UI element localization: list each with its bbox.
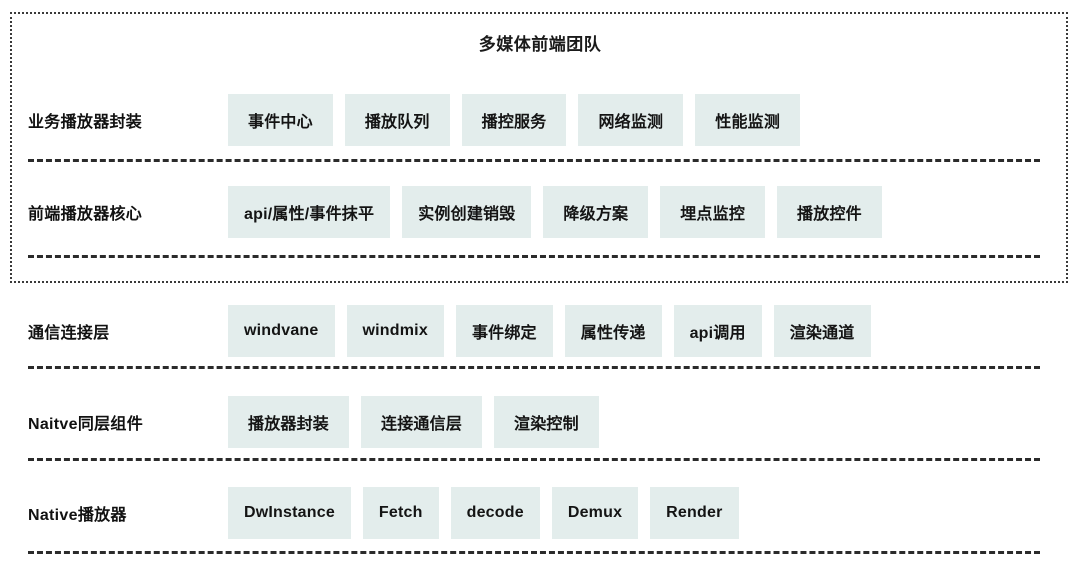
separator-5 <box>28 551 1040 554</box>
node-native-0[interactable]: DwInstance <box>228 487 351 539</box>
node-biz-4[interactable]: 性能监测 <box>695 94 801 146</box>
layer-nodes-comm: windvane windmix 事件绑定 属性传递 api调用 渲染通道 <box>228 305 871 357</box>
layer-row-native-same: Naitve同层组件 播放器封装 连接通信层 渲染控制 <box>0 386 1080 458</box>
node-core-0[interactable]: api/属性/事件抹平 <box>228 186 391 238</box>
layer-nodes-core: api/属性/事件抹平 实例创建销毁 降级方案 埋点监控 播放控件 <box>228 186 882 238</box>
node-native-same-2[interactable]: 渲染控制 <box>494 396 599 448</box>
node-native-same-1[interactable]: 连接通信层 <box>361 396 483 448</box>
layer-row-biz: 业务播放器封装 事件中心 播放队列 播控服务 网络监测 性能监测 <box>0 84 1080 156</box>
layer-label-comm: 通信连接层 <box>28 325 110 342</box>
layer-nodes-biz: 事件中心 播放队列 播控服务 网络监测 性能监测 <box>228 94 801 146</box>
node-biz-1[interactable]: 播放队列 <box>344 94 450 146</box>
node-native-2[interactable]: decode <box>450 487 540 539</box>
separator-1 <box>28 159 1040 162</box>
node-biz-2[interactable]: 播控服务 <box>461 94 567 146</box>
frontend-team-group-box <box>10 12 1068 283</box>
node-native-same-0[interactable]: 播放器封装 <box>228 396 350 448</box>
node-comm-1[interactable]: windmix <box>346 305 444 357</box>
separator-3 <box>28 366 1040 369</box>
separator-2 <box>28 255 1040 258</box>
separator-4 <box>28 458 1040 461</box>
node-comm-3[interactable]: 属性传递 <box>564 305 662 357</box>
layer-label-native-same: Naitve同层组件 <box>28 416 144 433</box>
layer-row-comm: 通信连接层 windvane windmix 事件绑定 属性传递 api调用 渲… <box>0 295 1080 367</box>
layer-row-native: Native播放器 DwInstance Fetch decode Demux … <box>0 477 1080 549</box>
node-core-1[interactable]: 实例创建销毁 <box>402 186 532 238</box>
layer-label-native: Native播放器 <box>28 507 127 524</box>
layer-label-core: 前端播放器核心 <box>28 206 143 223</box>
node-native-1[interactable]: Fetch <box>362 487 439 539</box>
layer-nodes-native-same: 播放器封装 连接通信层 渲染控制 <box>228 396 599 448</box>
node-comm-0[interactable]: windvane <box>228 305 335 357</box>
node-native-4[interactable]: Render <box>650 487 739 539</box>
layer-label-biz: 业务播放器封装 <box>28 114 143 131</box>
node-comm-5[interactable]: 渲染通道 <box>773 305 871 357</box>
node-native-3[interactable]: Demux <box>551 487 639 539</box>
node-core-3[interactable]: 埋点监控 <box>660 186 766 238</box>
node-biz-0[interactable]: 事件中心 <box>228 94 333 146</box>
group-title: 多媒体前端团队 <box>478 35 602 54</box>
layer-nodes-native: DwInstance Fetch decode Demux Render <box>228 487 739 539</box>
node-core-2[interactable]: 降级方案 <box>543 186 649 238</box>
layer-row-core: 前端播放器核心 api/属性/事件抹平 实例创建销毁 降级方案 埋点监控 播放控… <box>0 176 1080 248</box>
node-biz-3[interactable]: 网络监测 <box>578 94 684 146</box>
node-comm-2[interactable]: 事件绑定 <box>455 305 553 357</box>
node-comm-4[interactable]: api调用 <box>673 305 762 357</box>
node-core-4[interactable]: 播放控件 <box>777 186 882 238</box>
